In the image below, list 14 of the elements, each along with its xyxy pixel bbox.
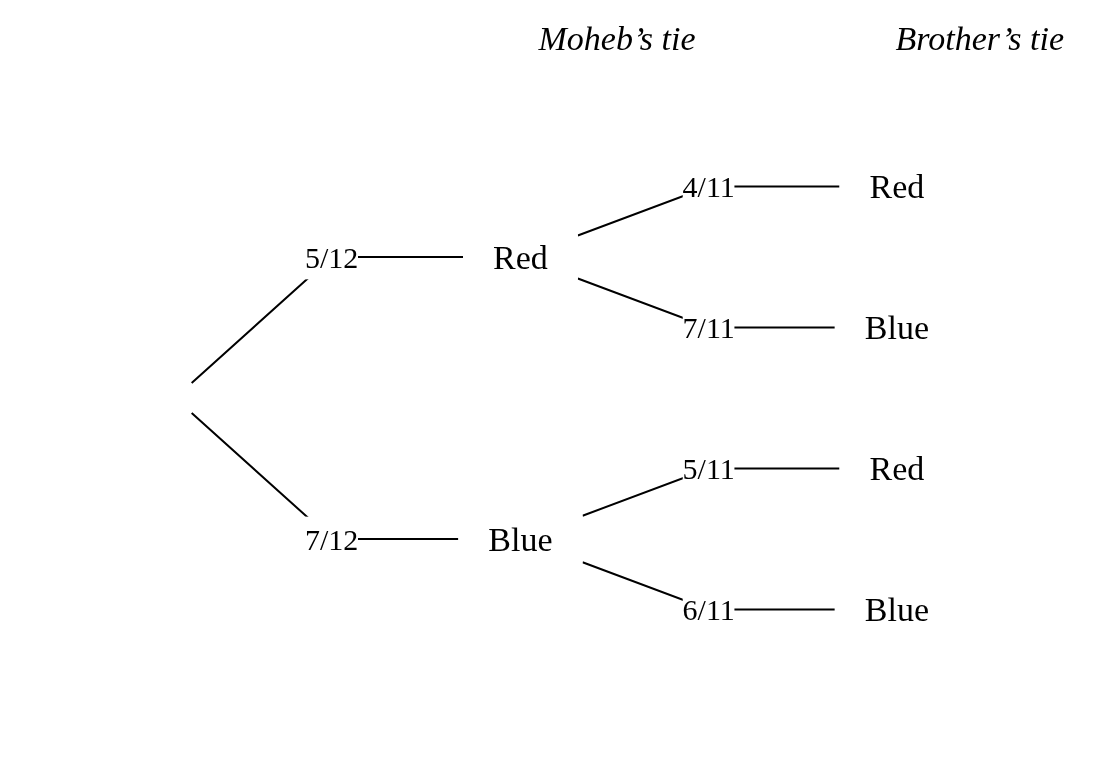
node-text: Blue	[864, 309, 929, 346]
edge-label: 5/12	[304, 240, 359, 274]
node-text: Red	[869, 450, 925, 487]
edge-label: 7/11	[682, 311, 735, 344]
column-heading: Brother’s tie	[895, 20, 1064, 58]
node-text: Blue	[864, 591, 929, 628]
edge-label: 6/11	[682, 593, 735, 626]
edge-label: 7/12	[304, 522, 359, 556]
edge-label: 5/11	[682, 452, 735, 485]
node-text: Red	[493, 238, 548, 276]
edge-label: 4/11	[682, 170, 735, 203]
column-heading: Moheb’s tie	[538, 20, 696, 58]
node-text: Blue	[488, 520, 553, 558]
node-text: Red	[869, 168, 925, 205]
